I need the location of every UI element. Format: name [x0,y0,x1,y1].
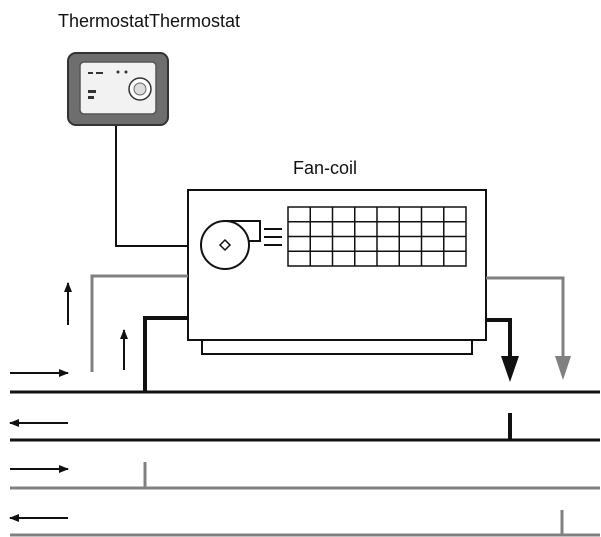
fan-blower-icon [200,220,282,270]
thermostat-wire [115,126,200,247]
fan-coil-label: Fan-coil [293,158,358,178]
fan-coil-drip-tray [201,339,473,355]
gray-return-arrowhead [555,356,571,380]
black-return-drop [486,318,512,362]
thermostat-label: ThermostatThermostat [58,11,241,31]
flow-direction-arrow-icon [9,369,69,522]
black-return-arrowhead [501,356,519,382]
heat-exchanger-grid-icon [287,206,467,267]
gray-supply-riser [90,274,188,372]
black-supply-riser [143,316,188,392]
gray-return-drop [486,276,565,372]
thermostat-device-icon [67,52,169,126]
